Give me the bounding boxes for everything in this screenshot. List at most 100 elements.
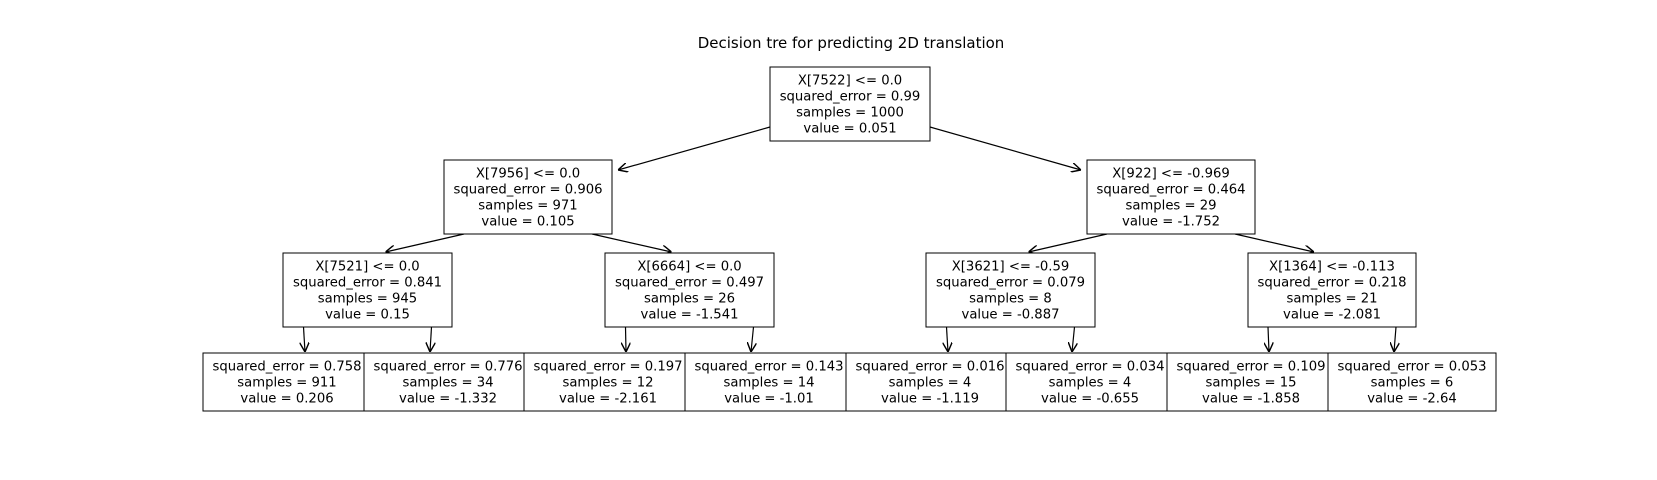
node-line: value = -1.541 (641, 308, 739, 323)
node-line: squared_error = 0.758 (212, 360, 361, 375)
node-line: squared_error = 0.197 (533, 360, 682, 375)
node-line: samples = 14 (723, 376, 814, 391)
node-box (684, 352, 854, 412)
node-line: X[7956] <= 0.0 (476, 167, 580, 182)
node-line: samples = 911 (237, 376, 336, 391)
node-line: X[6664] <= 0.0 (637, 260, 741, 275)
node-line: squared_error = 0.464 (1096, 183, 1245, 198)
node-box (845, 352, 1015, 412)
tree-edge-n1-n3 (386, 233, 465, 252)
diagram-title: Decision tre for predicting 2D translati… (698, 34, 1005, 52)
node-line: value = -1.752 (1122, 215, 1220, 230)
tree-edge-n1-n4 (591, 233, 672, 252)
node-line: value = -1.858 (1202, 392, 1300, 407)
tree-edge-n2-n5 (1029, 233, 1108, 252)
node-line: squared_error = 0.906 (453, 183, 602, 198)
node-line: samples = 34 (402, 376, 493, 391)
node-line: X[1364] <= -0.113 (1269, 260, 1395, 275)
node-line: value = -1.119 (881, 392, 979, 407)
node-box (1166, 352, 1336, 412)
node-line: samples = 4 (889, 376, 972, 391)
node-box (1247, 252, 1417, 328)
node-box (925, 252, 1096, 328)
tree-edge-n6-n13 (1268, 326, 1269, 352)
node-box (1086, 159, 1256, 235)
node-line: value = 0.15 (325, 308, 410, 323)
tree-edge-n4-n10 (751, 326, 754, 352)
node-line: samples = 12 (562, 376, 653, 391)
tree-edge-n4-n9 (626, 326, 627, 352)
node-box (1327, 352, 1497, 412)
node-line: squared_error = 0.143 (694, 360, 843, 375)
node-box (363, 352, 533, 412)
node-line: value = 0.105 (481, 215, 574, 230)
node-line: squared_error = 0.497 (615, 276, 764, 291)
edges-layer (304, 126, 1397, 352)
node-line: squared_error = 0.99 (780, 90, 921, 105)
node-box (202, 352, 372, 412)
node-line: squared_error = 0.218 (1257, 276, 1406, 291)
node-line: squared_error = 0.841 (293, 276, 442, 291)
node-line: samples = 21 (1286, 292, 1377, 307)
node-line: squared_error = 0.034 (1015, 360, 1164, 375)
node-box (604, 252, 775, 328)
node-line: value = 0.051 (803, 122, 896, 137)
tree-edge-n3-n7 (304, 326, 306, 352)
node-line: X[7521] <= 0.0 (315, 260, 419, 275)
node-box (523, 352, 693, 412)
tree-edge-n3-n8 (430, 326, 432, 352)
node-line: X[3621] <= -0.59 (952, 260, 1070, 275)
node-line: X[7522] <= 0.0 (798, 74, 902, 89)
node-line: samples = 6 (1371, 376, 1454, 391)
node-line: samples = 15 (1205, 376, 1296, 391)
node-line: samples = 945 (318, 292, 417, 307)
node-line: squared_error = 0.079 (936, 276, 1085, 291)
node-line: value = -0.887 (962, 308, 1060, 323)
tree-edge-n0-n1 (618, 126, 771, 170)
node-line: samples = 8 (969, 292, 1052, 307)
node-box (443, 159, 613, 235)
node-line: samples = 4 (1049, 376, 1132, 391)
node-line: squared_error = 0.109 (1176, 360, 1325, 375)
node-line: samples = 26 (644, 292, 735, 307)
node-box (1005, 352, 1175, 412)
tree-edge-n2-n6 (1234, 233, 1314, 252)
node-line: value = -1.01 (724, 392, 814, 407)
node-line: value = 0.206 (240, 392, 333, 407)
node-line: value = -2.081 (1283, 308, 1381, 323)
node-line: value = -1.332 (399, 392, 497, 407)
tree-edge-n5-n12 (1072, 326, 1075, 352)
node-line: samples = 1000 (796, 106, 904, 121)
node-line: X[922] <= -0.969 (1112, 167, 1230, 182)
node-line: samples = 29 (1125, 199, 1216, 214)
node-line: value = -0.655 (1041, 392, 1139, 407)
node-box (769, 66, 931, 142)
node-line: value = -2.161 (559, 392, 657, 407)
tree-edge-n6-n14 (1394, 326, 1396, 352)
node-line: squared_error = 0.776 (373, 360, 522, 375)
node-line: samples = 971 (478, 199, 577, 214)
tree-edge-n5-n11 (947, 326, 949, 352)
node-line: value = -2.64 (1367, 392, 1457, 407)
node-line: squared_error = 0.016 (855, 360, 1004, 375)
node-line: squared_error = 0.053 (1337, 360, 1486, 375)
node-box (282, 252, 453, 328)
tree-edge-n0-n2 (929, 126, 1081, 170)
